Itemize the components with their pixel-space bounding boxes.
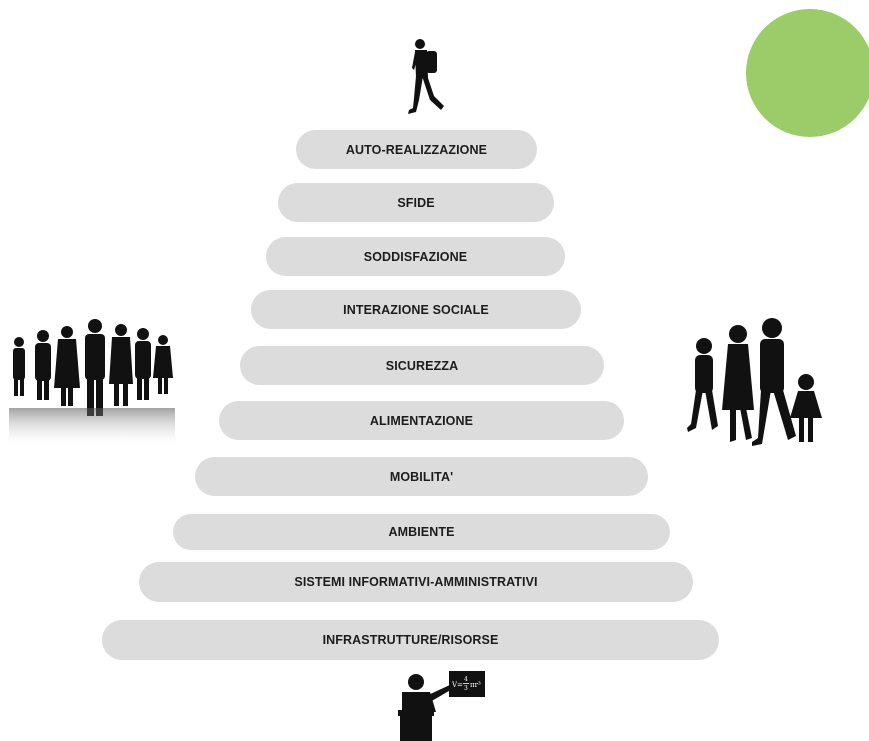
level-sistemi-informativi-amministrativi: SISTEMI INFORMATIVI-AMMINISTRATIVI [139, 562, 693, 602]
level-sfide: SFIDE [278, 183, 554, 222]
level-ambiente: AMBIENTE [173, 514, 670, 550]
level-soddisfazione: SODDISFAZIONE [266, 237, 565, 276]
level-sicurezza: SICUREZZA [240, 346, 604, 385]
level-interazione-sociale: INTERAZIONE SOCIALE [251, 290, 581, 329]
level-alimentazione: ALIMENTAZIONE [219, 401, 624, 440]
walking-hiker-icon [408, 39, 444, 114]
formula-lhs: V= [451, 681, 463, 689]
crowd-of-people-icon [9, 319, 175, 448]
family-walking-icon [687, 318, 822, 446]
formula-rhs: πr³ [470, 681, 481, 689]
formula-numerator: 4 [464, 676, 468, 683]
level-infrastrutture-risorse: INFRASTRUTTURE/RISORSE [102, 620, 719, 660]
level-auto-realizzazione: AUTO-REALIZZAZIONE [296, 130, 537, 169]
formula-denominator: 3 [464, 685, 468, 692]
teacher-at-blackboard-icon: V= 4 3 πr³ [398, 671, 485, 741]
level-mobilita: MOBILITA' [195, 457, 648, 496]
decorative-green-circle [746, 9, 869, 137]
